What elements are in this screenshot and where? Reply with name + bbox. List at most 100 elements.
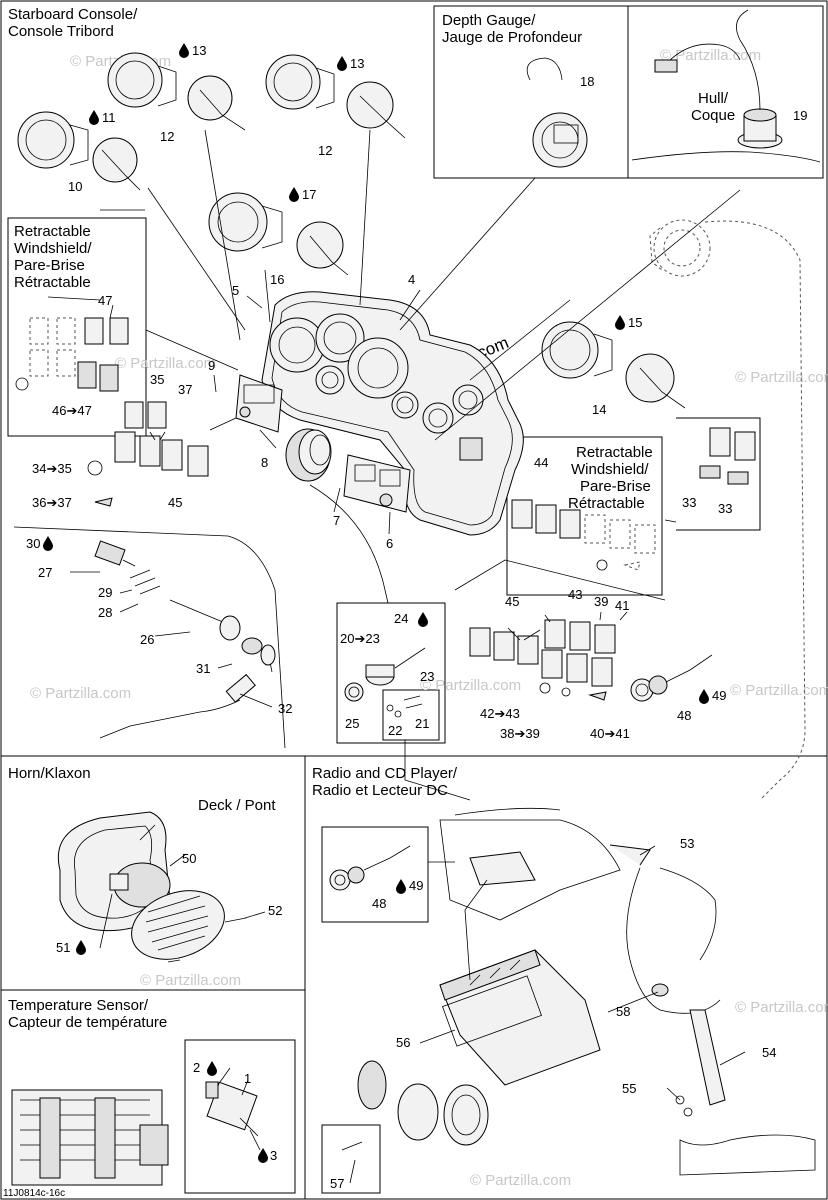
callout-46-47: 46➔47 <box>52 403 92 418</box>
hull-label: Hull/ <box>698 90 729 107</box>
depth-gauge-18 <box>526 57 588 168</box>
callout-22: 22 <box>388 723 402 738</box>
horn-title: Horn/Klaxon <box>8 765 91 782</box>
retractable-left-switches <box>15 317 129 392</box>
callout-51: 51 <box>56 940 70 955</box>
bracket-54 <box>675 1009 816 1176</box>
callout-18: 18 <box>580 74 594 89</box>
watermark: © Partzilla.com <box>730 682 828 699</box>
callout-9: 9 <box>208 358 215 373</box>
retractable-left-line4: Rétractable <box>14 274 91 291</box>
fluid-drop-icon <box>76 940 86 955</box>
engine-block <box>11 1089 169 1186</box>
radio-plug-box <box>321 826 429 923</box>
callout-5: 5 <box>232 283 239 298</box>
callout-3: 3 <box>270 1148 277 1163</box>
callout-35: 35 <box>150 372 164 387</box>
callout-42-43: 42➔43 <box>480 706 520 721</box>
radio-plug <box>329 845 411 891</box>
callout-49a: 49 <box>712 688 726 703</box>
temperature-subtitle: Capteur de température <box>8 1014 167 1031</box>
callout-33a: 33 <box>682 495 696 510</box>
gauge-16 <box>208 192 349 276</box>
fluid-drop-icon <box>418 612 428 627</box>
bracket-33 <box>676 417 761 531</box>
dashboard-panel <box>261 291 524 536</box>
retractable-right-line1: Retractable <box>576 444 653 461</box>
fluid-drop-icon <box>207 1061 217 1076</box>
watermark: © Partzilla.com <box>115 355 216 372</box>
switches-35-37 <box>87 401 209 507</box>
callout-2: 2 <box>193 1060 200 1075</box>
callout-38-39: 38➔39 <box>500 726 540 741</box>
gauge-10 <box>17 111 141 191</box>
temp-sensor-box <box>184 1039 296 1194</box>
deck-label: Deck / Pont <box>198 797 276 814</box>
fluid-drop-icon <box>43 536 53 551</box>
retractable-left-line2: Windshield/ <box>14 240 92 257</box>
radio-unit-56 <box>439 949 601 1086</box>
depth-gauge-title: Depth Gauge/ <box>442 12 536 29</box>
gauge-12b <box>265 54 406 139</box>
callout-57: 57 <box>330 1176 344 1191</box>
radio-console <box>439 807 621 921</box>
watermark: © Partzilla.com <box>735 369 828 386</box>
callout-13b: 13 <box>350 56 364 71</box>
fluid-drop-icon <box>337 56 347 71</box>
grille-screw-box <box>321 1124 381 1194</box>
watermark: © Partzilla.com <box>30 685 131 702</box>
switch-kit-box <box>336 602 446 744</box>
starboard-console-subtitle: Console Tribord <box>8 23 114 40</box>
callout-53: 53 <box>680 836 694 851</box>
retractable-right-line2: Windshield/ <box>571 461 649 478</box>
callout-41: 41 <box>615 598 629 613</box>
callout-31: 31 <box>196 661 210 676</box>
switch-panel-8 <box>235 374 283 433</box>
depth-gauge-subtitle: Jauge de Profondeur <box>442 29 582 46</box>
callout-21: 21 <box>415 716 429 731</box>
callout-54: 54 <box>762 1045 776 1060</box>
retractable-left-line3: Pare-Brise <box>14 257 85 274</box>
callout-58: 58 <box>616 1004 630 1019</box>
callout-29: 29 <box>98 585 112 600</box>
callout-15: 15 <box>628 315 642 330</box>
callout-8: 8 <box>261 455 268 470</box>
screw-kit-box <box>382 689 440 741</box>
switches-39-45 <box>469 619 616 701</box>
callout-numbers: 1 2 3 4 5 6 7 8 9 10 11 12 12 13 13 14 1… <box>26 43 807 1191</box>
fluid-drop-icon <box>289 187 299 202</box>
callout-47: 47 <box>98 293 112 308</box>
callout-44: 44 <box>534 455 548 470</box>
callout-20-23: 20➔23 <box>340 631 380 646</box>
callout-26: 26 <box>140 632 154 647</box>
fluid-drop-icon <box>699 689 709 704</box>
callout-30: 30 <box>26 536 40 551</box>
watermark: © Partzilla.com <box>735 999 828 1016</box>
callout-37: 37 <box>178 382 192 397</box>
watermark: © Partzilla.com <box>420 677 521 694</box>
retractable-right-switches <box>511 499 656 571</box>
harness-53 <box>609 844 721 1014</box>
fluid-drop-icon <box>258 1148 268 1163</box>
callout-55: 55 <box>622 1081 636 1096</box>
horn-assembly <box>57 811 247 963</box>
callout-33b: 33 <box>718 501 732 516</box>
callout-32: 32 <box>278 701 292 716</box>
harness-27-32 <box>94 540 276 739</box>
fluid-drop-icon <box>179 43 189 58</box>
callout-6: 6 <box>386 536 393 551</box>
callout-16: 16 <box>270 272 284 287</box>
callout-34-35: 34➔35 <box>32 461 72 476</box>
retractable-left-line1: Retractable <box>14 223 91 240</box>
hull-label-fr: Coque <box>691 107 735 124</box>
callout-52: 52 <box>268 903 282 918</box>
gauge-dashed <box>649 219 806 801</box>
retractable-right-line4: Rétractable <box>568 495 645 512</box>
callout-23: 23 <box>420 669 434 684</box>
callout-13a: 13 <box>192 43 206 58</box>
callout-14: 14 <box>592 402 606 417</box>
callout-28: 28 <box>98 605 112 620</box>
gauge-12a <box>107 52 246 131</box>
